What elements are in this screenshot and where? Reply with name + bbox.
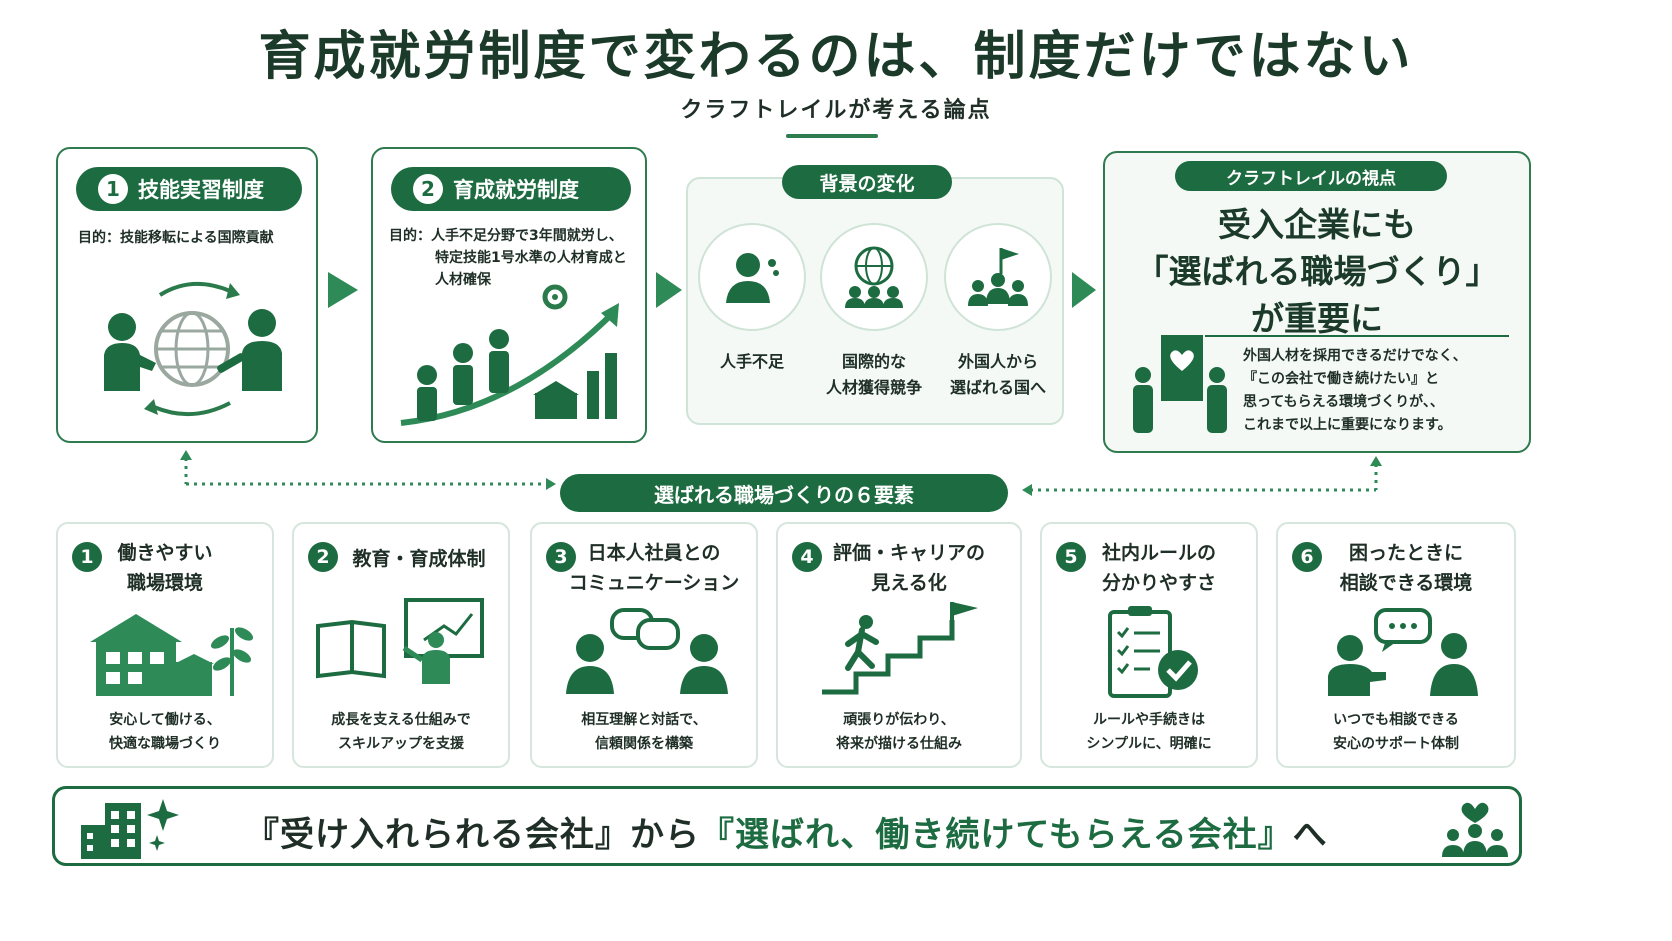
viewpoint-headline: 受入企業にも 「選ばれる職場づくり」 が重要に xyxy=(1135,205,1499,338)
arrow-right-icon xyxy=(1072,272,1096,308)
craftrail-viewpoint-card: クラフトレイルの視点 受入企業にも 「選ばれる職場づくり」 が重要に 外国人材を… xyxy=(1103,151,1531,453)
arrow-right-icon xyxy=(656,272,682,308)
system-card-technical-intern: 1 技能実習制度 目的：技能移転による国際貢献 xyxy=(56,147,318,443)
heart-building-people-icon xyxy=(1133,335,1227,433)
number-badge: 1 xyxy=(98,174,128,204)
consult-icon xyxy=(1328,608,1478,696)
page-subtitle: クラフトレイルが考える論点 xyxy=(680,98,992,123)
element-card-6: 6 困ったときに相談できる環境 いつでも相談できる安心のサポート体制 xyxy=(1276,522,1516,768)
element-card-5: 5 社内ルールの分かりやすさ ルールや手続きはシンプルに、明確に xyxy=(1040,522,1258,768)
title-underline xyxy=(786,134,878,138)
footer-slogan-banner: 『受け入れられる会社』から『選ばれ、働き続けてもらえる会社』へ xyxy=(52,786,1522,866)
number-badge: 5 xyxy=(1056,542,1086,572)
chosen-country-icon xyxy=(944,223,1052,331)
element-card-1: 1 働きやすい職場環境 安心して働ける、快適な職場づくり xyxy=(56,522,274,768)
system-card-development-employment: 2 育成就労制度 目的：人手不足分野で3年間就労し、 特定技能1号水準の人材育成… xyxy=(371,147,647,443)
number-badge: 6 xyxy=(1292,542,1322,572)
number-badge: 2 xyxy=(413,174,443,204)
element-desc: いつでも相談できる安心のサポート体制 xyxy=(1333,712,1459,752)
system-pill-2: 2 育成就労制度 xyxy=(391,167,631,211)
element-desc: 成長を支える仕組みでスキルアップを支援 xyxy=(331,712,471,752)
element-title: 日本人社員とのコミュニケーション xyxy=(568,542,740,594)
system-label: 育成就労制度 xyxy=(453,178,579,202)
office-building-sparkle-icon xyxy=(81,799,179,859)
book-teacher-icon xyxy=(316,598,484,684)
checklist-icon xyxy=(1108,606,1198,698)
background-change-panel: 背景の変化 人手不足 国際的な人材獲得競争 外国人から選ばれる国へ xyxy=(686,165,1064,425)
element-card-2: 2 教育・育成体制 成長を支える仕組みでスキルアップを支援 xyxy=(292,522,510,768)
arrow-right-icon xyxy=(328,272,358,308)
element-title: 社内ルールの分かりやすさ xyxy=(1101,542,1216,594)
dotted-connector xyxy=(180,450,1382,496)
number-badge: 4 xyxy=(792,542,822,572)
background-pill: 背景の変化 xyxy=(782,165,952,199)
system-purpose: 目的：人手不足分野で3年間就労し、 特定技能1号水準の人材育成と 人材確保 xyxy=(389,228,627,288)
six-elements-pill: 選ばれる職場づくりの６要素 xyxy=(560,474,1008,512)
conversation-icon xyxy=(566,608,728,694)
heart-people-group-icon xyxy=(1442,802,1508,857)
element-desc: ルールや手続きはシンプルに、明確に xyxy=(1086,712,1212,752)
element-desc: 相互理解と対話で、信頼関係を構築 xyxy=(581,712,707,752)
number-badge: 2 xyxy=(308,542,338,572)
system-pill-1: 1 技能実習制度 xyxy=(76,167,302,211)
number-badge: 3 xyxy=(546,542,576,572)
stairs-flag-icon xyxy=(822,602,978,695)
system-label: 技能実習制度 xyxy=(138,178,264,202)
labor-shortage-icon xyxy=(698,223,806,331)
element-title: 評価・キャリアの見える化 xyxy=(832,542,985,594)
element-card-3: 3 日本人社員とのコミュニケーション 相互理解と対話で、信頼関係を構築 xyxy=(530,522,758,768)
number-badge: 1 xyxy=(72,542,102,572)
background-item-label: 人手不足 xyxy=(719,352,784,371)
footer-slogan: 『受け入れられる会社』から『選ばれ、働き続けてもらえる会社』へ xyxy=(245,815,1328,855)
viewpoint-pill: クラフトレイルの視点 xyxy=(1175,161,1447,191)
global-competition-icon xyxy=(820,223,928,331)
background-item-label: 国際的な人材獲得競争 xyxy=(825,352,922,397)
building-plant-icon xyxy=(90,614,254,696)
system-purpose: 目的：技能移転による国際貢献 xyxy=(78,230,274,246)
element-title: 困ったときに相談できる環境 xyxy=(1339,542,1473,594)
element-title: 働きやすい職場環境 xyxy=(117,542,213,594)
element-card-4: 4 評価・キャリアの見える化 頑張りが伝わり、将来が描ける仕組み xyxy=(776,522,1022,768)
element-title: 教育・育成体制 xyxy=(352,548,486,570)
viewpoint-body: 外国人材を採用できるだけでなく、 『この会社で働き続けたい』と 思ってもらえる環… xyxy=(1243,348,1467,433)
background-item-label: 外国人から選ばれる国へ xyxy=(949,352,1046,397)
viewpoint-divider xyxy=(1205,335,1509,337)
globe-exchange-icon xyxy=(104,281,282,417)
growth-chart-icon xyxy=(400,284,619,426)
element-desc: 安心して働ける、快適な職場づくり xyxy=(109,712,221,752)
page-title: 育成就労制度で変わるのは、制度だけではない xyxy=(258,27,1414,87)
element-desc: 頑張りが伝わり、将来が描ける仕組み xyxy=(836,712,962,752)
